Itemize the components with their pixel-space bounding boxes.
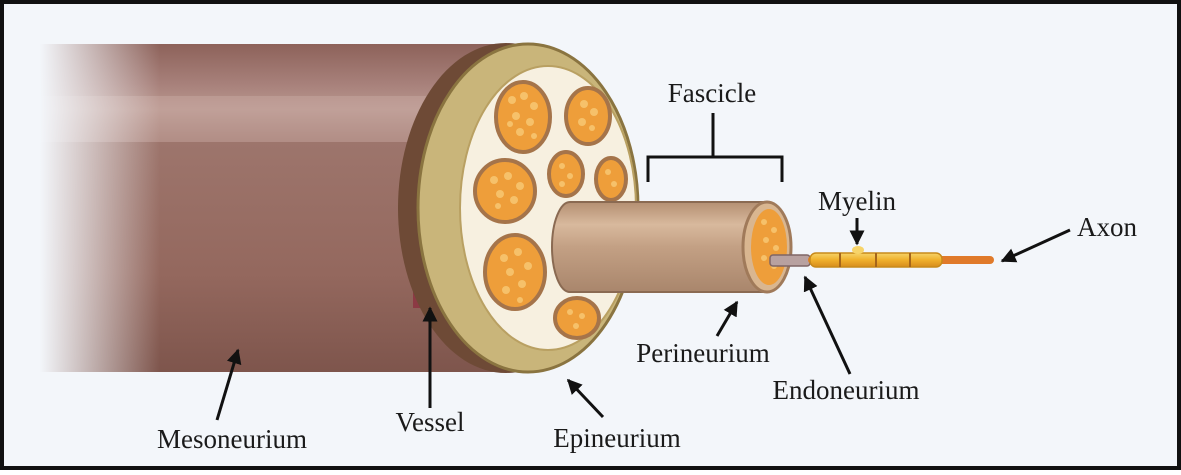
label-mesoneurium: Mesoneurium <box>157 424 307 454</box>
label-vessel: Vessel <box>396 407 465 437</box>
label-endoneurium: Endoneurium <box>773 375 920 405</box>
label-epineurium: Epineurium <box>553 423 680 453</box>
endoneurium-sheath <box>770 255 810 266</box>
fascicle-tube <box>552 202 791 292</box>
label-fascicle: Fascicle <box>668 78 756 108</box>
label-myelin: Myelin <box>818 186 896 216</box>
label-perineurium: Perineurium <box>636 338 769 368</box>
label-axon: Axon <box>1077 212 1137 242</box>
